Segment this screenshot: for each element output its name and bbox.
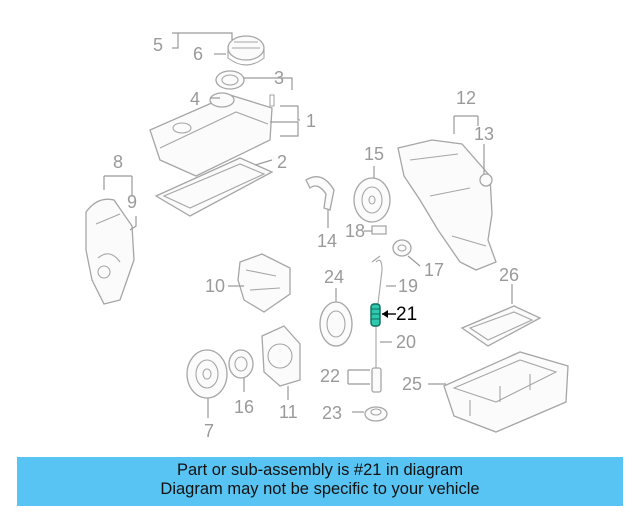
callout-17: 17 xyxy=(424,260,444,280)
info-banner: Part or sub-assembly is #21 in diagram D… xyxy=(17,457,623,506)
part-cover-gasket[interactable] xyxy=(154,157,274,217)
part-timing-cover-middle[interactable] xyxy=(237,253,291,313)
parts-diagram: 5 6 3 4 1 2 8 9 10 xyxy=(85,32,569,441)
part-oil-filler-cap[interactable] xyxy=(227,35,265,66)
part-crank-sprocket[interactable] xyxy=(228,349,254,379)
part-valve-cover[interactable] xyxy=(149,92,275,177)
callout-2: 2 xyxy=(277,152,287,172)
leader-12-13 xyxy=(453,115,485,174)
part-21-highlighted[interactable] xyxy=(370,303,381,327)
leader-5-6 xyxy=(172,32,233,55)
callout-4: 4 xyxy=(190,89,200,109)
callout-15: 15 xyxy=(364,144,384,164)
banner-line-1: Part or sub-assembly is #21 in diagram xyxy=(176,461,464,479)
callout-25: 25 xyxy=(402,374,422,394)
callout-13: 13 xyxy=(474,124,494,144)
callout-24: 24 xyxy=(324,267,344,287)
callout-12: 12 xyxy=(456,88,476,108)
part-crank-pulley[interactable] xyxy=(186,349,228,399)
banner-line-2: Diagram may not be specific to your vehi… xyxy=(160,480,480,498)
callout-20: 20 xyxy=(396,332,416,352)
callout-11: 11 xyxy=(279,402,298,422)
callout-7: 7 xyxy=(204,421,214,441)
part-timing-cover-right[interactable] xyxy=(397,139,497,271)
part-seal-flange[interactable] xyxy=(261,325,301,387)
callout-19: 19 xyxy=(398,276,418,296)
callout-23: 23 xyxy=(322,403,342,423)
part-sensor-bolt[interactable] xyxy=(371,225,387,235)
part-pan-gasket[interactable] xyxy=(460,305,542,347)
callout-5: 5 xyxy=(153,35,163,55)
callout-1: 1 xyxy=(306,111,316,131)
leader-19-20-22 xyxy=(347,285,396,385)
part-drain-plug[interactable] xyxy=(364,406,388,422)
leader-21-arrowhead xyxy=(382,310,388,318)
callout-18: 18 xyxy=(345,221,365,241)
leader-17 xyxy=(407,255,421,267)
leader-8-9 xyxy=(103,175,137,231)
callout-22: 22 xyxy=(320,366,340,386)
part-dipstick-tube[interactable] xyxy=(371,255,383,393)
part-cam-gear[interactable] xyxy=(353,177,391,223)
callout-21: 21 xyxy=(396,304,417,325)
part-idler-roller[interactable] xyxy=(392,239,412,257)
callout-3: 3 xyxy=(274,68,284,88)
callout-16: 16 xyxy=(234,397,254,417)
callout-8: 8 xyxy=(113,152,123,172)
part-plug-13[interactable] xyxy=(479,173,493,187)
callout-6: 6 xyxy=(193,44,203,64)
part-oil-pan[interactable] xyxy=(443,351,569,433)
part-seal-ring[interactable] xyxy=(215,70,245,90)
part-drive-gear[interactable] xyxy=(319,301,353,347)
part-timing-cover-left[interactable] xyxy=(85,198,135,305)
callout-9: 9 xyxy=(127,192,137,212)
callout-26: 26 xyxy=(499,265,519,285)
callout-10: 10 xyxy=(205,276,225,296)
callout-14: 14 xyxy=(317,231,337,251)
part-tensioner-shoe[interactable] xyxy=(305,176,335,211)
